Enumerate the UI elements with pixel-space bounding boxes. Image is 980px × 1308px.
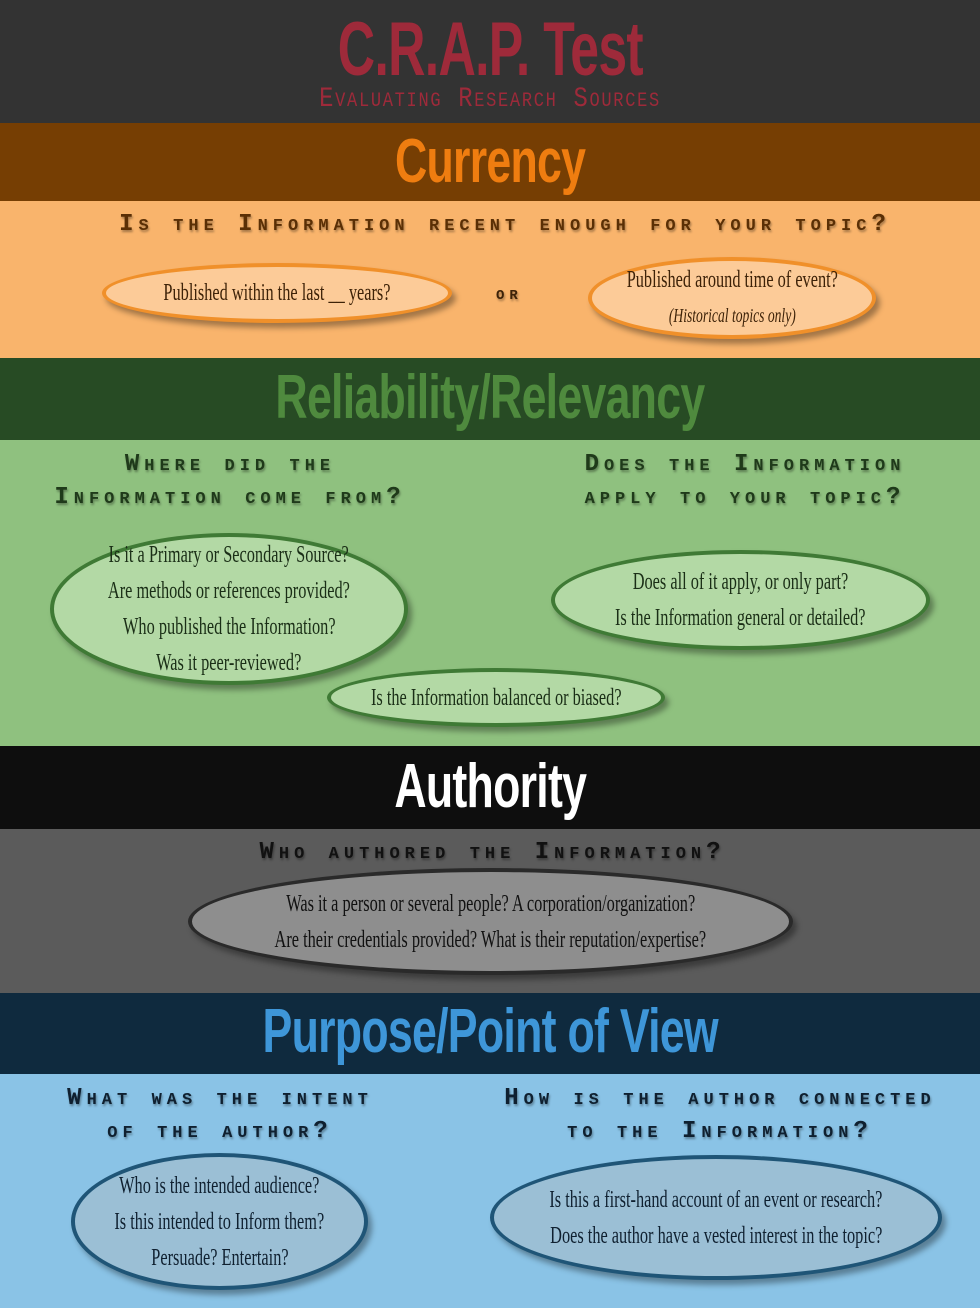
or-label: or (496, 283, 523, 306)
currency-recent-bubble: Published within the last __ years? (102, 263, 452, 323)
purpose-connection-bubble: Is this a first-hand account of an event… (490, 1155, 942, 1280)
page-title: C.R.A.P. Test (337, 7, 643, 92)
purpose-header (0, 993, 980, 1074)
header (0, 0, 980, 123)
bubble-note: (Historical topics only) (668, 305, 796, 327)
authority-bubble: Was it a person or several people? A cor… (188, 868, 793, 975)
page-title-wrap: C.R.A.P. Test (0, 8, 980, 92)
reliability-apply-bubble: Does all of it apply, or only part?Is th… (551, 550, 930, 650)
reliability-bias-bubble: Is the Information balanced or biased? (327, 668, 665, 727)
authority-question: Who authored the Information? (259, 839, 726, 866)
currency-title: Currency (394, 127, 586, 196)
bubble-text: Published around time of event? (626, 267, 838, 293)
currency-header (0, 123, 980, 201)
reliability-header (0, 358, 980, 440)
reliability-source-bubble: Is it a Primary or Secondary Source?Are … (50, 533, 408, 685)
reliability-title: Reliability/Relevancy (275, 363, 705, 432)
purpose-intent-bubble: Who is the intended audience?Is this int… (71, 1153, 368, 1290)
purpose-title: Purpose/Point of View (262, 997, 718, 1066)
authority-header (0, 746, 980, 829)
bubble-text: Published within the last __ years? (163, 280, 391, 306)
currency-question: Is the Information recent enough for you… (119, 211, 891, 238)
page-subtitle: Evaluating Research Sources (319, 84, 661, 115)
currency-historical-bubble: Published around time of event? (Historic… (588, 257, 876, 339)
authority-title: Authority (394, 752, 587, 821)
